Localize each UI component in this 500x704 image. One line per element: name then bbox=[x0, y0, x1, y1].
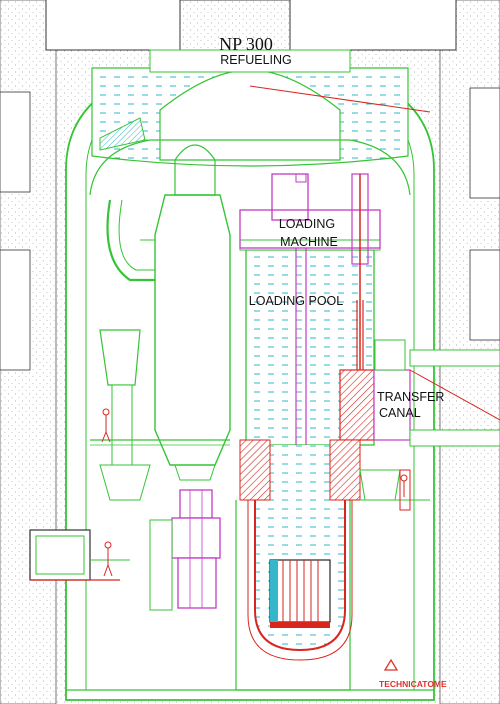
diagram-subtitle: REFUELING bbox=[220, 53, 292, 67]
left-airlock bbox=[29, 529, 130, 581]
label-transfer-canal-line1: TRANSFER bbox=[377, 390, 444, 404]
left-supports bbox=[90, 329, 230, 501]
technicatome-logo: TECHNICATOME bbox=[379, 658, 447, 689]
transfer-canal bbox=[339, 339, 500, 447]
upper-pool bbox=[91, 49, 431, 167]
right-supports bbox=[359, 469, 430, 511]
vessel-dome bbox=[89, 139, 411, 196]
reactor-core bbox=[269, 559, 331, 628]
label-loading-pool: LOADING POOL bbox=[249, 294, 344, 308]
diagram-title: NP 300 bbox=[219, 34, 273, 54]
label-loading-machine-line2: MACHINE bbox=[280, 235, 338, 249]
steam-generator bbox=[106, 144, 231, 481]
worker-figures bbox=[101, 408, 408, 577]
label-loading-machine-line1: LOADING bbox=[279, 217, 335, 231]
label-transfer-canal-line2: CANAL bbox=[379, 406, 421, 420]
brand-name: TECHNICATOME bbox=[379, 679, 447, 689]
primary-pump bbox=[149, 489, 221, 611]
triangle-logo-icon bbox=[383, 658, 399, 671]
